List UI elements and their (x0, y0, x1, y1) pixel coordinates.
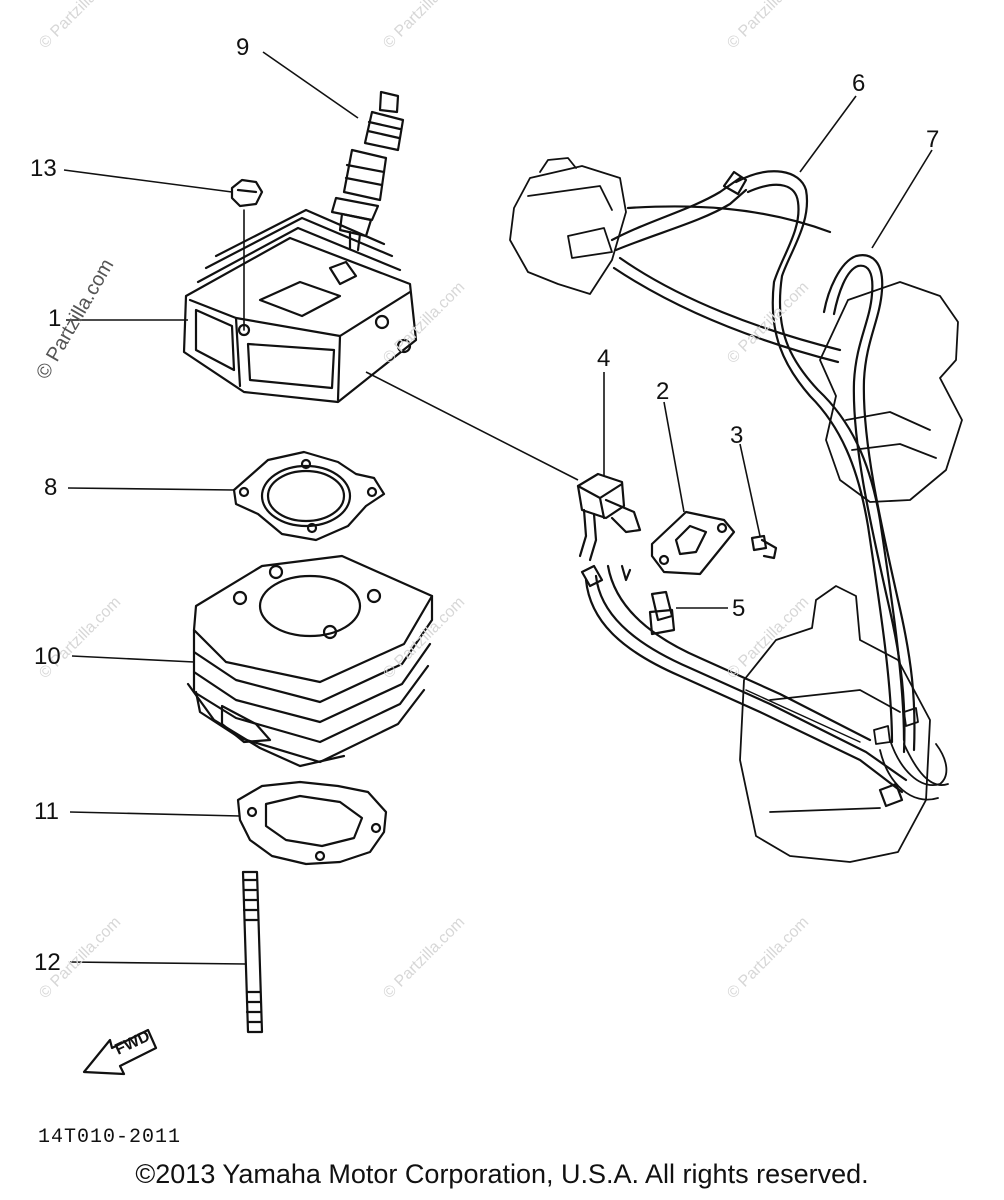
leader-9 (262, 51, 359, 119)
callout-10: 10 (34, 643, 61, 670)
carburetor (509, 157, 627, 295)
leader-4b (365, 371, 579, 481)
leader-11 (69, 811, 241, 817)
head-gasket (232, 450, 386, 542)
fuel-pump (819, 281, 963, 503)
joint-gasket (650, 510, 736, 576)
fwd-arrow-icon (82, 1028, 158, 1076)
leader-8 (67, 487, 235, 491)
screw (750, 534, 778, 560)
leader-7 (871, 149, 933, 249)
callout-3: 3 (730, 422, 744, 449)
cylinder (186, 554, 434, 768)
callout-1: 1 (48, 305, 62, 332)
callout-12: 12 (34, 949, 61, 976)
check-valve (576, 472, 642, 562)
leader-3 (739, 443, 761, 537)
diagram-code: 14T010-2011 (38, 1126, 182, 1149)
callout-11: 11 (34, 798, 59, 825)
cylinder-head-nut (230, 178, 264, 331)
stud-bolt (241, 870, 264, 1034)
leader-6 (799, 95, 857, 173)
fuel-hoses (610, 170, 916, 754)
oil-tank (739, 585, 931, 863)
fwd-label: FWD (113, 1028, 153, 1059)
copyright-notice: ©2013 Yamaha Motor Corporation, U.S.A. A… (135, 1159, 869, 1189)
cylinder-head (182, 208, 418, 404)
hose-nipple (620, 564, 676, 636)
callout-13: 13 (30, 155, 57, 182)
callout-8: 8 (44, 474, 58, 501)
leader-2 (663, 401, 685, 513)
leader-10 (71, 655, 195, 663)
callout-5: 5 (732, 595, 746, 622)
callout-7: 7 (926, 126, 940, 153)
hose-fittings (873, 707, 949, 801)
bleed-pipe (580, 564, 908, 808)
callout-2: 2 (656, 378, 670, 405)
leader-12 (69, 961, 247, 965)
base-gasket (236, 780, 388, 866)
leader-13 (63, 169, 233, 193)
callout-6: 6 (852, 70, 866, 97)
callout-9: 9 (236, 34, 250, 61)
callout-4: 4 (597, 345, 611, 372)
